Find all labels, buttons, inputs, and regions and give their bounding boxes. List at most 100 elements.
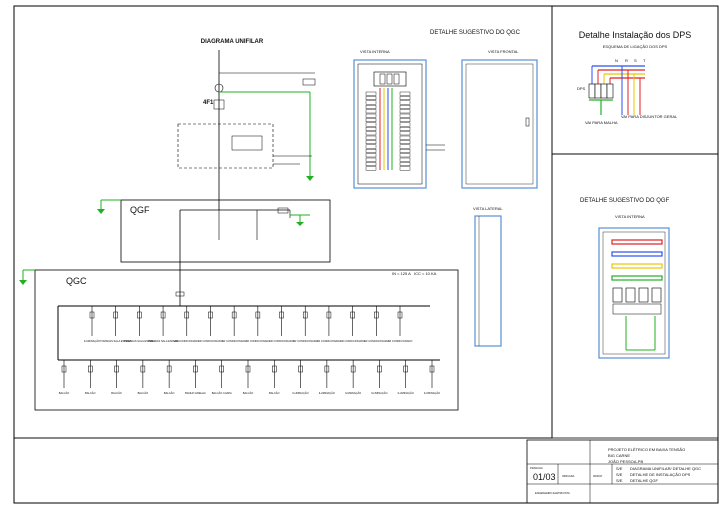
top-circuit-label: AR CONDICIONADO — [388, 339, 413, 343]
bottom-breaker — [403, 365, 408, 373]
title-date: 06/2017 — [593, 474, 603, 478]
breaker-right — [399, 91, 411, 96]
diagram-title: DIAGRAMA UNIFILAR — [201, 39, 264, 45]
top-circuit-label: AR CONDICIONADO — [269, 339, 294, 343]
dps-to-mesh: VAI PARA MALHA — [585, 120, 618, 125]
qgc-rating-icc: ICC = 10 KA — [414, 271, 437, 276]
top-breaker — [374, 311, 379, 319]
breaker-right — [399, 126, 411, 131]
breaker-right — [399, 122, 411, 127]
bottom-circuit-label: ILUMINAÇÃO — [398, 390, 414, 395]
title-content-1: DIAGRAMA UNIFILAR/ DETALHE QGC — [630, 466, 701, 471]
top-breaker — [89, 311, 95, 319]
bottom-breaker — [350, 365, 356, 373]
dps-device-label: DPS — [577, 86, 586, 91]
dps-phase-n: N — [615, 58, 618, 63]
breaker-right — [399, 144, 411, 149]
title-content-3: DETALHE QGF — [630, 478, 658, 483]
breaker-left — [365, 122, 377, 127]
top-circuit-label: TOMADAS SALA ESPERA — [147, 339, 179, 343]
bottom-circuit-label: ILUMINAÇÃO — [292, 390, 308, 395]
breaker-right — [399, 109, 411, 114]
dps-phase-r: R — [625, 58, 628, 63]
qgc-detail-title: DETALHE SUGESTIVO DO QGC — [430, 30, 521, 36]
dps-subtitle: ESQUEMA DE LIGAÇÃO DOS DPS — [603, 44, 668, 49]
bottom-circuit-label: ILUMINAÇÃO — [371, 390, 387, 395]
breaker-left — [365, 91, 377, 96]
top-breaker — [255, 311, 261, 319]
top-circuit-label: AR CONDICIONADO — [245, 339, 270, 343]
bottom-circuit-label: ILUMINAÇÃO — [345, 390, 361, 395]
bottom-circuit-label: BALCÃO CHAPA — [212, 390, 232, 395]
qgc-side-panel — [474, 215, 502, 347]
top-circuit-label: TOMADAS SALA ESPERA — [124, 339, 156, 343]
qgc-box — [34, 269, 459, 411]
top-breaker — [302, 311, 308, 319]
bottom-breaker — [377, 365, 382, 373]
breaker-right — [399, 118, 411, 123]
breaker-left — [365, 96, 377, 101]
bottom-breaker — [61, 365, 67, 373]
breaker-right — [399, 148, 411, 153]
breaker-left — [365, 144, 377, 149]
breaker-left — [365, 100, 377, 105]
bottom-breaker — [219, 365, 224, 373]
top-breaker — [326, 311, 332, 319]
dps-phase-t: T — [643, 58, 646, 63]
dps-title: Detalhe Instalação dos DPS — [579, 30, 692, 40]
title-block — [526, 439, 719, 504]
qgf-label: QGF — [130, 205, 150, 215]
top-circuit-label: TOMADAS SALA ESPERA — [100, 339, 132, 343]
qgc-rating-in: IN = 125 A — [392, 271, 411, 276]
breaker-right — [399, 131, 411, 136]
qgf-detail-frame — [551, 153, 719, 439]
breaker-right — [399, 135, 411, 140]
breaker-left — [365, 113, 377, 118]
top-breaker — [397, 311, 403, 319]
bottom-breaker — [193, 365, 198, 373]
qgc-internal-view-label: VISTA INTERNA — [360, 49, 390, 54]
breaker-left — [365, 126, 377, 131]
bottom-breaker — [88, 365, 93, 373]
bottom-breaker — [166, 365, 172, 373]
top-circuit-label: AR CONDICIONADO — [198, 339, 223, 343]
title-code-3: S/E — [616, 478, 623, 483]
title-sheet-caption: PRANCHA — [530, 466, 543, 470]
qgc-front-panel — [461, 59, 538, 189]
bottom-circuit-label: BALCÃO — [269, 390, 280, 395]
bottom-circuit-label: ILUMINAÇÃO — [319, 390, 335, 395]
top-circuit-label: AR CONDICIONADO — [364, 339, 389, 343]
title-location: JOÃO PESSOA-PB — [608, 459, 643, 464]
bottom-breaker — [114, 365, 119, 373]
top-circuit-label: AR CONDICIONADO — [174, 339, 199, 343]
dps-frame — [551, 5, 719, 155]
qgc-internal-panel — [353, 59, 427, 189]
title-project: PROJETO ELÉTRICO EM BAIXA TENSÃO — [608, 447, 685, 452]
dps-to-breaker: VAI PARA DISJUNTOR GERAL — [621, 114, 678, 119]
breaker-right — [399, 140, 411, 144]
top-breaker — [350, 311, 355, 319]
qgc-side-view-label: VISTA LATERAL — [473, 206, 503, 211]
title-code-2: S/E — [616, 472, 623, 477]
top-breaker — [113, 311, 118, 319]
qgf-detail-title: DETALHE SUGESTIVO DO QGF — [580, 198, 670, 204]
bottom-circuit-label: BANHO GRELHA — [185, 391, 206, 395]
top-circuit-label: AR CONDICIONADO — [293, 339, 318, 343]
qgc-door-handle — [525, 117, 530, 127]
top-breaker — [208, 311, 213, 319]
top-circuit-label: AR CONDICIONADO — [222, 339, 247, 343]
qgc-front-view-label: VISTA FRONTAL — [488, 49, 519, 54]
top-circuit-label: AR CONDICIONADO — [317, 339, 342, 343]
metering-box — [177, 123, 274, 169]
top-breaker — [160, 311, 166, 319]
top-breaker — [231, 311, 237, 319]
qgf-internal-panel — [598, 227, 670, 359]
bottom-circuit-label: BALCÃO — [138, 390, 149, 395]
breaker-left — [365, 157, 377, 162]
bottom-circuit-label: ILUMINAÇÃO — [424, 390, 440, 395]
breaker-right — [399, 157, 411, 162]
bottom-circuit-label: BALCÃO — [59, 390, 70, 395]
title-scale: INDICADA — [562, 474, 575, 478]
